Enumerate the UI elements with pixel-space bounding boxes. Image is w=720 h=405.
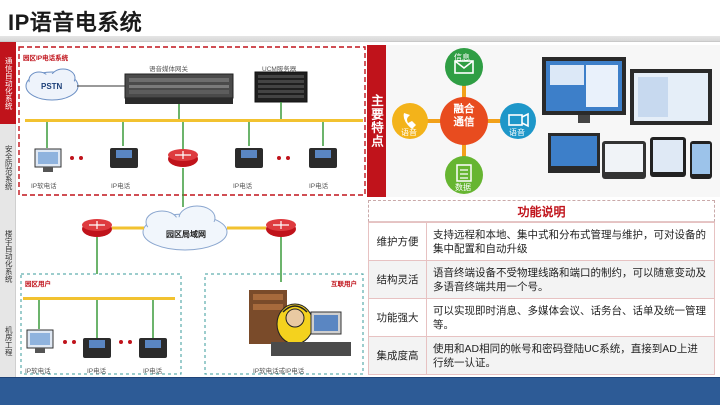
unified-communications-graphic: 融合通信 信息 语音 语音 数据 — [386, 45, 720, 197]
side-nav-item-machine-room[interactable]: 机房工程 — [4, 325, 14, 356]
side-nav-item-security[interactable]: 安全防范系统 — [4, 144, 14, 190]
endpoint-label: IP软电话 — [25, 368, 51, 375]
functions-table: 维护方便 支持远程和本地、集中式和分布式管理与维护，可对设备的集中配置和自动升级… — [368, 222, 715, 375]
endpoint-label: IP电话 — [87, 368, 107, 375]
footer-bar — [0, 377, 720, 405]
function-key: 功能强大 — [368, 298, 427, 337]
function-value: 语音终端设备不受物理线路和端口的制约，可以随意变动及多语音终端共用一个号。 — [426, 260, 715, 299]
zone-frame-interconnect-users — [204, 273, 364, 375]
endpoint-label: IP电话 — [143, 368, 163, 375]
pstn-label: PSTN — [41, 82, 63, 91]
features-label: 主要特点 — [367, 45, 386, 197]
pstn-cloud-icon — [25, 68, 79, 101]
endpoint-label: IP电话 — [233, 183, 253, 190]
zone-label-interconnect-users: 互联用户 — [331, 281, 357, 288]
page-title: IP语音电系统 — [8, 10, 143, 35]
feature-node-label-bottom: 数据 — [455, 183, 471, 192]
zone-label-campus-users: 园区用户 — [25, 281, 51, 288]
router-icon — [168, 149, 198, 167]
side-nav: 通信自动化系统 安全防范系统 楼宇自动化系统 机房工程 — [0, 42, 16, 377]
feature-node-label-top: 信息 — [454, 53, 470, 62]
endpoint-label: IP电话 — [309, 183, 329, 190]
side-nav-item-building-automation[interactable]: 楼宇自动化系统 — [4, 229, 14, 283]
table-row: 功能强大 可以实现即时消息、多媒体会议、话务台、话单及统一管理等。 — [368, 298, 715, 337]
bottom-network-bus — [23, 297, 175, 300]
zone-label-campus-phone: 园区IP电话系统 — [23, 52, 69, 62]
ip-phone-icon — [235, 148, 263, 168]
ip-phone-icon — [139, 338, 167, 358]
router-icon — [82, 219, 112, 237]
features-svg — [392, 48, 712, 194]
devices-collage-image — [542, 57, 712, 179]
feature-node-label-left: 语音 — [401, 128, 417, 137]
side-nav-item-comm-automation[interactable]: 通信自动化系统 — [0, 42, 16, 124]
voice-gateway-icon — [124, 73, 234, 104]
ucm-server-label: UCM服务器 — [262, 66, 297, 73]
lan-cloud-icon — [142, 205, 228, 251]
ucm-server-icon — [254, 71, 308, 103]
remote-endpoint-label: IP软电话或IP电话 — [253, 368, 305, 375]
ip-phone-icon — [110, 148, 138, 168]
feature-node-label-right: 语音 — [509, 128, 525, 137]
title-divider — [0, 36, 720, 42]
zone-frame-campus-users — [20, 273, 182, 375]
unified-comms-center-label: 融合通信 — [453, 103, 475, 128]
softphone-monitor-icon — [26, 329, 54, 353]
function-key: 维护方便 — [368, 222, 427, 261]
table-row: 结构灵活 语音终端设备不受物理线路和端口的制约，可以随意变动及多语音终端共用一个… — [368, 260, 715, 299]
functions-title: 功能说明 — [368, 200, 715, 222]
softphone-monitor-icon — [34, 148, 62, 172]
ip-phone-icon — [83, 338, 111, 358]
ip-phone-icon — [309, 148, 337, 168]
topology-svg — [18, 46, 366, 375]
video-icon — [500, 103, 536, 139]
lan-label: 园区局域网 — [166, 230, 206, 239]
remote-user-workstation-icon — [249, 290, 351, 356]
voice-gateway-label: 语音媒体网关 — [149, 66, 188, 73]
zone-frame-campus-phone — [18, 46, 366, 196]
network-topology-diagram: 园区IP电话系统 PSTN 语音媒体网关 UCM服务器 IP软电话 IP电话 I… — [17, 42, 367, 377]
function-key: 集成度高 — [368, 336, 427, 375]
router-icon — [266, 219, 296, 237]
endpoint-label: IP电话 — [111, 183, 131, 190]
table-row: 维护方便 支持远程和本地、集中式和分布式管理与维护，可对设备的集中配置和自动升级 — [368, 222, 715, 261]
table-row: 集成度高 使用和AD相同的帐号和密码登陆UC系统，直接到AD上进行统一认证。 — [368, 336, 715, 375]
unified-comms-center-icon — [440, 97, 488, 145]
function-key: 结构灵活 — [368, 260, 427, 299]
data-icon — [445, 156, 483, 194]
function-value: 支持远程和本地、集中式和分布式管理与维护，可对设备的集中配置和自动升级 — [426, 222, 715, 261]
endpoint-label: IP软电话 — [31, 183, 57, 190]
function-value: 使用和AD相同的帐号和密码登陆UC系统，直接到AD上进行统一认证。 — [426, 336, 715, 375]
phone-icon — [392, 103, 428, 139]
top-network-bus — [25, 119, 363, 122]
function-value: 可以实现即时消息、多媒体会议、话务台、话单及统一管理等。 — [426, 298, 715, 337]
